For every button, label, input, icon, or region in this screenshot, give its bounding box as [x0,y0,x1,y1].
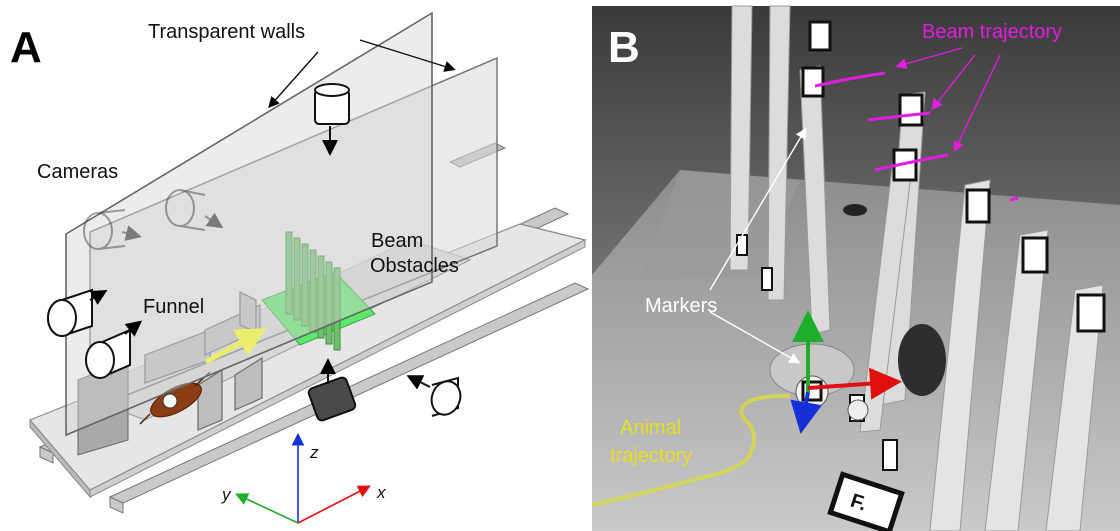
axis-label-x: x [376,483,386,502]
funnel [144,291,263,431]
camera-back-left-faint [83,209,142,250]
coordinate-axes [235,432,371,524]
cockroach [139,371,211,425]
label-obstacles: Obstacles [370,255,459,277]
label-animal: Animal [620,417,681,439]
beam-strips-right [929,179,1104,531]
photo-animal [769,324,946,421]
beam-pointer-3 [953,54,1001,153]
label-markers: Markers [645,295,717,317]
label-beam-trajectory: Beam trajectory [922,21,1062,43]
camera-right [406,375,462,417]
label-transparent-walls: Transparent walls [148,21,305,43]
aruco-markers: F. [736,20,1106,531]
beam-strips-back [729,5,926,433]
floor-tag [827,471,905,531]
axis-label-y: y [221,485,232,504]
axis-label-z: z [309,443,319,462]
label-cameras: Cameras [37,161,118,183]
panel-letter-b: B [608,23,640,72]
label-funnel: Funnel [143,296,204,318]
animal-axis-red [807,367,902,400]
markers-pointer-1 [709,127,807,291]
panel-letter-a: A [10,23,42,72]
animal-trajectory-path [591,393,791,507]
beam-obstacles [285,231,341,351]
camera-front-left-2 [85,320,143,379]
camera-top [314,83,350,156]
label-beam: Beam [371,230,423,252]
label-trajectory: trajectory [610,445,692,467]
direction-arrow [204,328,267,365]
beam-trajectory-streaks [814,71,1019,202]
animal-axis-blue [790,391,822,434]
walls-pointer-1 [268,51,319,109]
panel-a: A Transparent walls Cameras Beam Obstacl… [10,11,590,524]
beam-pointer-1 [895,47,963,70]
camera-back-center-faint [165,189,224,231]
beam-pointer-2 [931,54,976,111]
markers-pointer-2 [709,311,801,364]
walls-pointer-2 [359,39,456,72]
camera-bottom-dark [307,358,357,422]
floor-tag-letter: F. [848,490,870,516]
panel-b: F. B Beam trajectory [591,5,1120,531]
camera-front-left-1 [47,288,108,337]
